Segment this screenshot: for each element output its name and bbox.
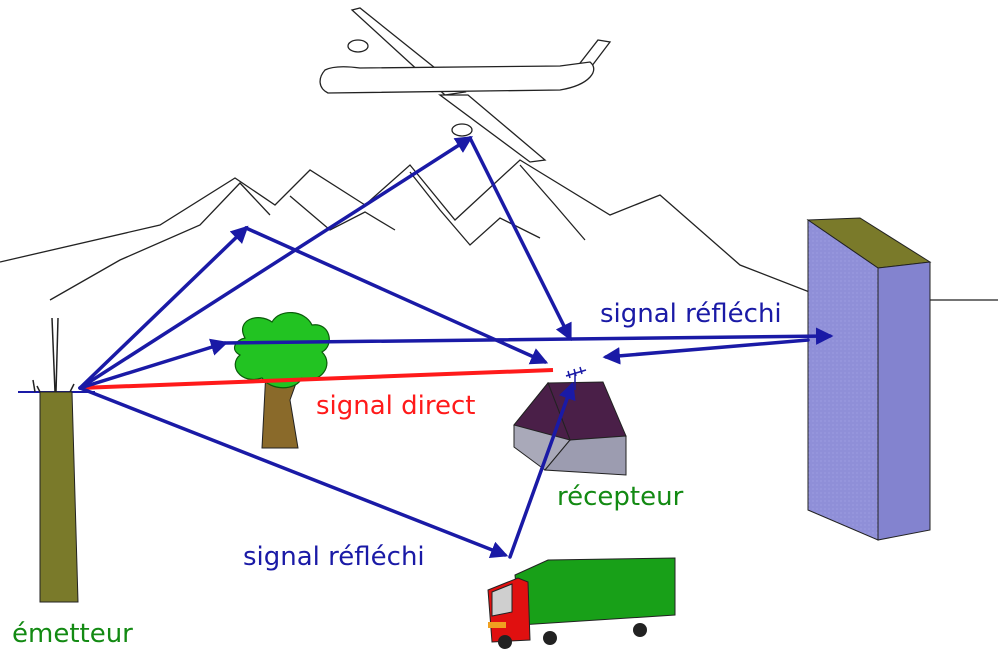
tree-icon [233,312,330,449]
label-reflected-signal-bottom: signal réfléchi [243,542,425,572]
label-reflected-signal-right: signal réfléchi [600,299,782,329]
direct-signal-line [79,368,554,390]
house-icon [513,381,627,476]
mountains-icon [0,159,998,301]
reflected-signal-paths [78,136,834,559]
airplane-icon [319,7,612,163]
label-transmitter: émetteur [12,619,133,649]
label-receiver: récepteur [557,482,684,512]
transmitter-mast-icon [18,317,95,603]
label-direct-signal: signal direct [316,391,476,421]
truck-icon [487,557,676,649]
building-icon [806,217,932,541]
